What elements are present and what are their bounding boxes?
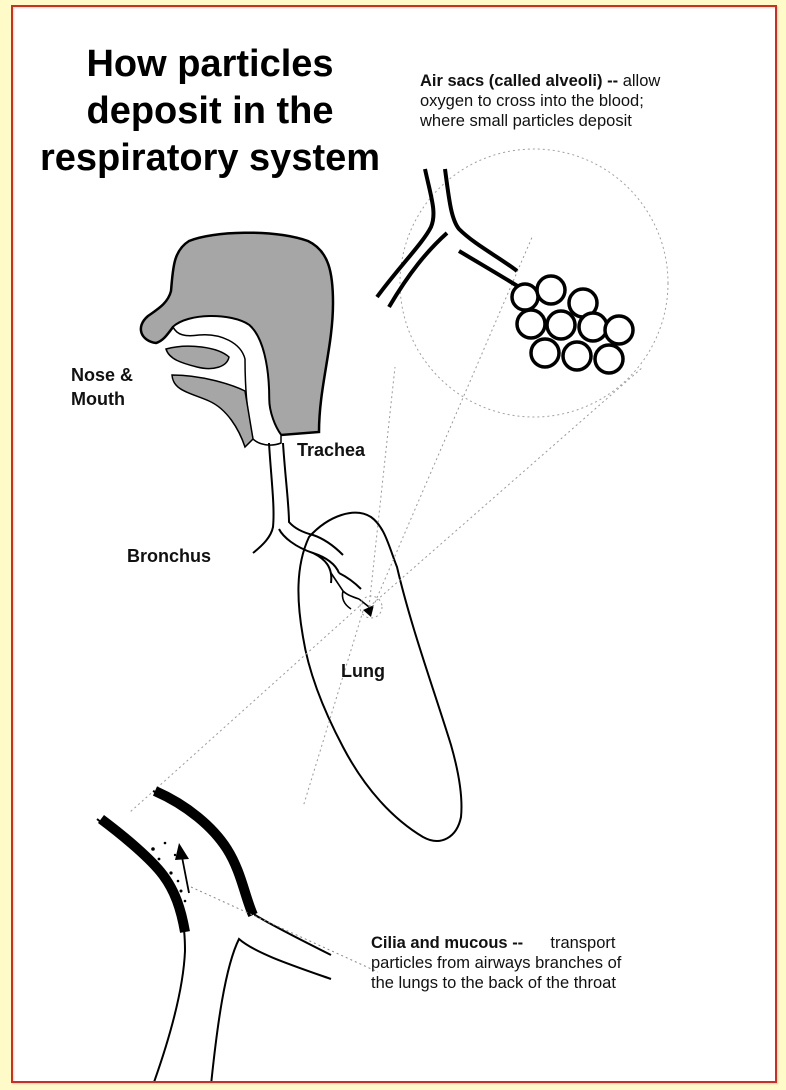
cilia-callout-line [191,887,378,972]
alveoli-note-line-3: where small particles deposit [420,111,777,131]
cilia-note-heading: Cilia and mucous -- [371,934,523,952]
alveoli-note-line-1: Air sacs (called alveoli) -- allow [420,71,777,91]
alveoli-cluster [512,276,633,373]
lung-label: Lung [341,659,385,683]
cilia-note: Cilia and mucous -- transport particles … [371,933,751,993]
lower-jaw [172,375,253,447]
alveoli-zoom-circle [400,149,668,417]
cilia-arrow-head [175,843,189,860]
bronchial-tree [331,573,369,609]
trachea-label: Trachea [297,438,365,462]
bronchus-label: Bronchus [127,544,211,568]
cilia-note-line-3: the lungs to the back of the throat [371,973,751,993]
cilia-note-line-1: Cilia and mucous -- transport [371,933,751,953]
alveoli-note-line-2: oxygen to cross into the blood; [420,91,777,111]
alveoli-note: Air sacs (called alveoli) -- allow oxyge… [420,71,777,131]
alveoli-note-text-1: allow [623,72,661,90]
page-title: How particles deposit in the respiratory… [35,41,385,182]
alveoli-airway [377,169,519,307]
cilia-note-text-1: transport [550,934,615,952]
cilia-arrow-shaft [182,857,189,893]
cilia-airway [97,791,331,1083]
diagram-frame: How particles deposit in the respiratory… [11,5,777,1083]
cilia-note-line-2: particles from airways branches of [371,953,751,973]
alveoli-note-heading: Air sacs (called alveoli) -- [420,72,618,90]
trachea-outline [253,443,274,553]
nose-mouth-label: Nose & Mouth [71,363,167,411]
palate [166,346,229,368]
